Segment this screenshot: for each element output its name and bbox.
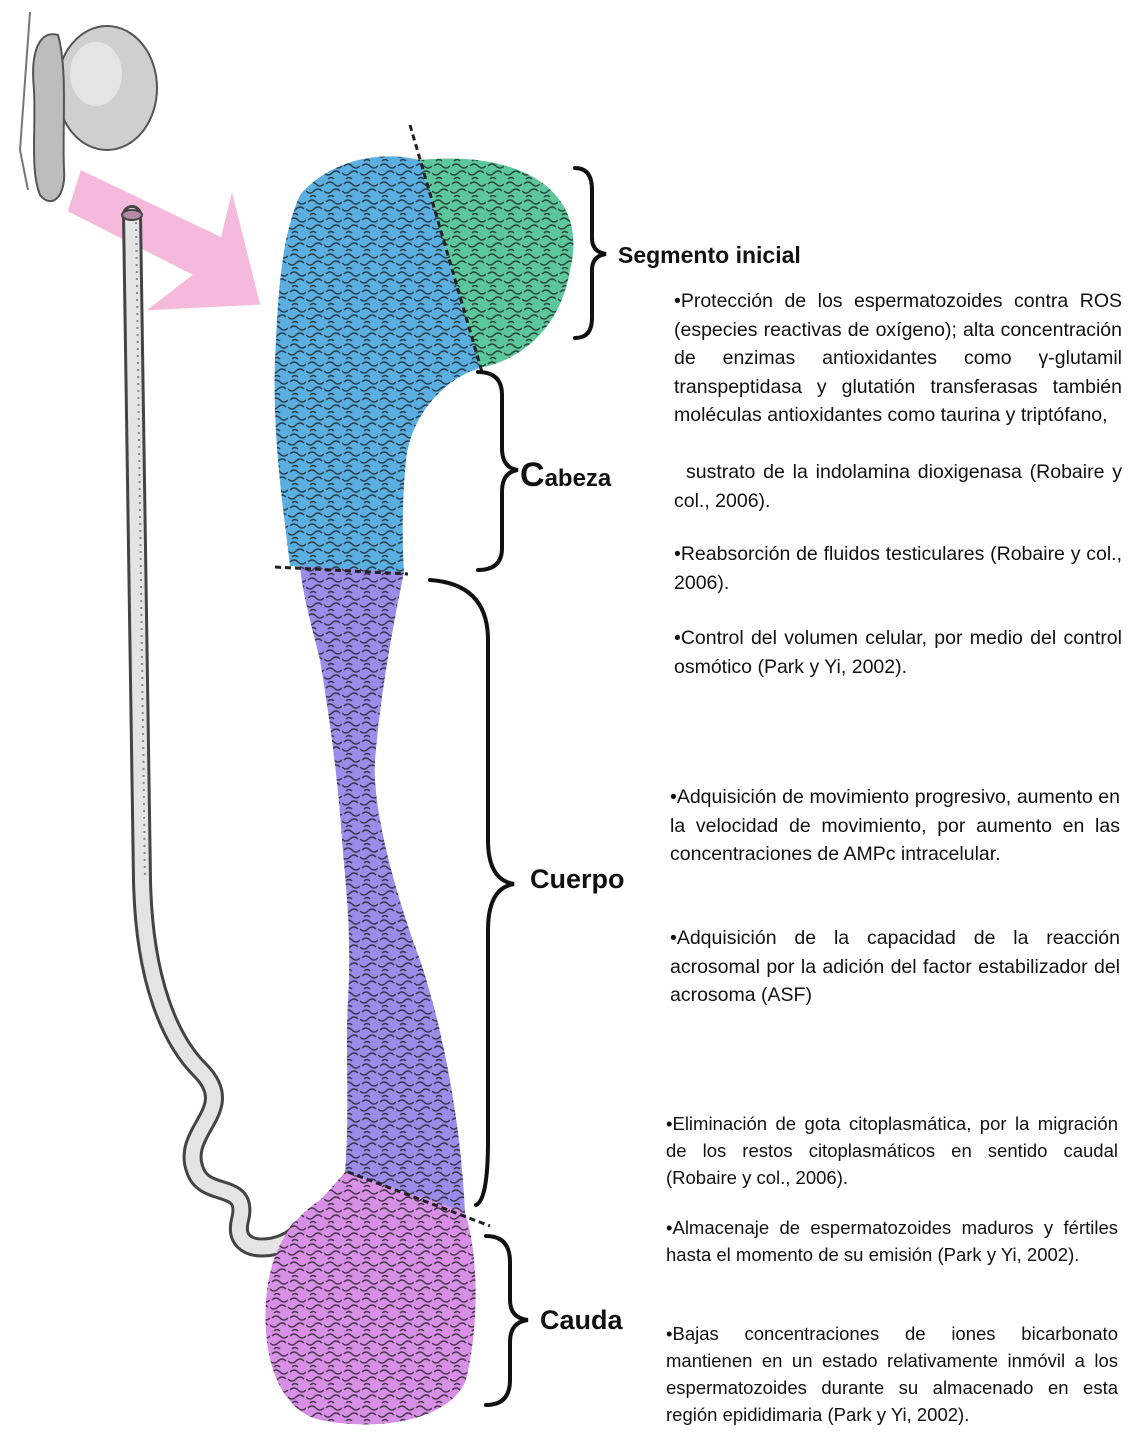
bullet-cuerpo-1: •Adquisición de movimiento progresivo, a…: [670, 783, 1120, 869]
segment-cuerpo: [300, 566, 465, 1212]
label-cauda: Cauda: [540, 1305, 623, 1336]
bullet-cauda-2: •Almacenaje de espermatozoides maduros y…: [666, 1214, 1118, 1268]
label-cuerpo: Cuerpo: [530, 864, 625, 895]
pointer-arrow-icon: [66, 168, 262, 312]
bullet-cauda-3: •Bajas concentraciones de iones bicarbon…: [666, 1320, 1118, 1428]
bullet-cabeza-2: •Control del volumen celular, por medio …: [674, 624, 1122, 681]
vas-deferens: [122, 210, 300, 1248]
label-cabeza-rest: abeza: [545, 465, 612, 492]
label-cabeza: Cabeza: [520, 456, 611, 495]
brace-cabeza: [478, 372, 518, 570]
bullet-cuerpo-2: •Adquisición de la capacidad de la reacc…: [670, 924, 1120, 1010]
label-segmento-inicial: Segmento inicial: [618, 242, 801, 269]
bullet-segmento-inicial-1: •Protección de los espermatozoides contr…: [674, 287, 1122, 430]
brace-cauda: [486, 1236, 528, 1405]
brace-segmento-inicial: [575, 168, 606, 338]
bullet-cauda-1: •Eliminación de gota citoplasmática, por…: [666, 1110, 1118, 1191]
bullet-segmento-inicial-2: sustrato de la indolamina dioxigenasa (R…: [674, 458, 1122, 515]
bullet-cabeza-1: •Reabsorción de fluidos testiculares (Ro…: [674, 540, 1122, 597]
label-cabeza-initial: C: [520, 456, 545, 494]
